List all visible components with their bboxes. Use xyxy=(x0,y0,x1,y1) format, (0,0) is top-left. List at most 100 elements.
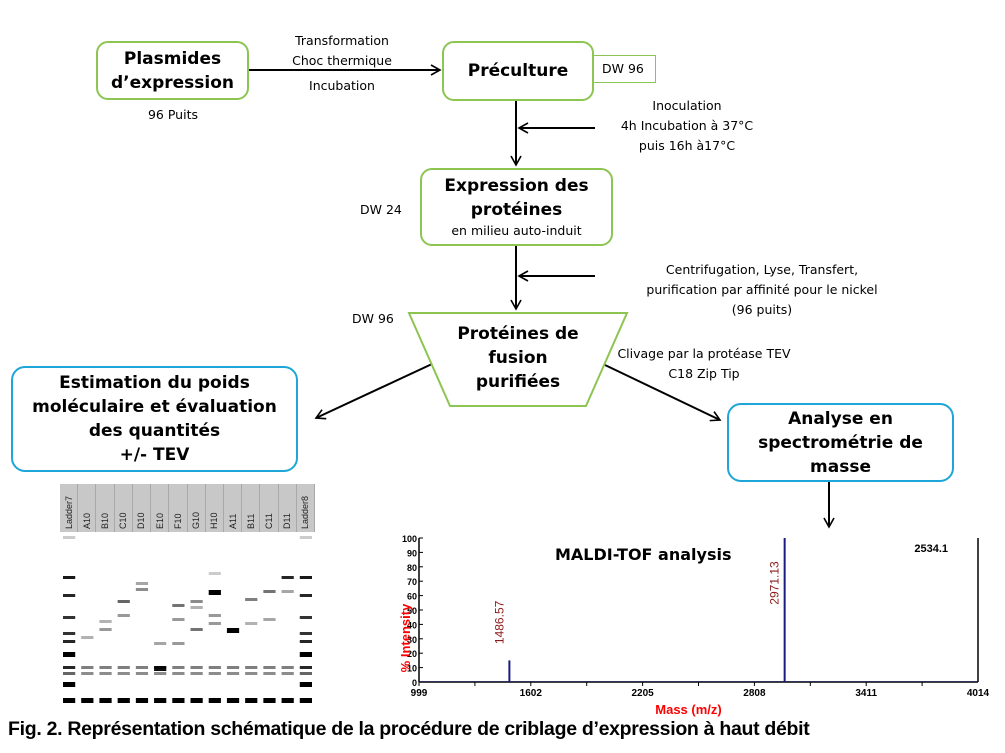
gel-band xyxy=(190,606,203,609)
preculture-tag: DW 96 xyxy=(594,55,656,83)
figure-caption: Fig. 2. Représentation schématique de la… xyxy=(8,718,810,740)
gel-band xyxy=(208,572,221,575)
gel-band xyxy=(172,642,185,645)
gel-band xyxy=(135,588,149,591)
gel-band xyxy=(190,666,203,669)
gel-band xyxy=(154,672,167,675)
node-analyse-line-2: spectrométrie de xyxy=(758,432,923,453)
gel-band xyxy=(299,682,312,687)
gel-band xyxy=(190,628,203,631)
expression-tag: DW 24 xyxy=(360,202,402,217)
gel-band xyxy=(299,698,312,703)
node-proteines-title-1: Protéines de xyxy=(457,324,579,344)
gel-band xyxy=(190,672,203,675)
gel-band xyxy=(117,666,130,669)
gel-band xyxy=(208,666,221,669)
gel-lane-label-text: D10 xyxy=(136,512,147,529)
gel-band xyxy=(172,672,185,675)
node-proteines-title-2: fusion xyxy=(488,348,548,368)
node-proteines: Protéines de fusion purifiées xyxy=(420,322,616,394)
gel-lane-label-text: F10 xyxy=(172,513,183,529)
plasmides-note: 96 Puits xyxy=(147,107,198,122)
edge-label-transformation: Transformation Choc thermique Incubation xyxy=(282,31,402,96)
gel-lane-label: E10 xyxy=(151,484,170,532)
gel-bands xyxy=(63,536,312,703)
gel-band xyxy=(99,628,112,631)
node-estimation: Estimation du poids moléculaire et évalu… xyxy=(11,366,298,472)
gel-lane-label: A11 xyxy=(224,484,243,532)
gel-lane-label: C10 xyxy=(115,484,133,532)
gel-band xyxy=(63,616,76,619)
gel-band xyxy=(63,640,76,643)
gel-band xyxy=(172,698,185,703)
gel-band xyxy=(63,672,76,675)
gel-lane-label: D11 xyxy=(279,484,297,532)
gel-lane-label-text: Ladder7 xyxy=(63,495,74,529)
proteines-trapezoid xyxy=(407,312,629,407)
gel-band xyxy=(263,698,276,703)
gel-band xyxy=(154,666,167,671)
gel-band xyxy=(81,698,94,703)
node-preculture-title: Préculture xyxy=(467,61,569,81)
gel-band xyxy=(208,614,221,617)
edge-label-line: (96 puits) xyxy=(731,302,793,317)
gel-band xyxy=(299,576,312,579)
node-estimation-line-4: +/- TEV xyxy=(119,445,190,465)
gel-band xyxy=(226,666,240,669)
edge-label-line: 4h Incubation à 37°C xyxy=(620,118,754,133)
gel-lane-label: Ladder8 xyxy=(297,484,316,532)
node-analyse-line-3: masse xyxy=(810,456,871,477)
gel-band xyxy=(245,672,258,675)
node-expression-subtitle: en milieu auto-induit xyxy=(451,223,582,238)
gel-lane-label-text: C11 xyxy=(264,513,275,529)
gel-lane-label: Ladder7 xyxy=(60,484,79,532)
gel-band xyxy=(63,632,76,635)
gel-band xyxy=(190,698,203,703)
node-preculture: Préculture xyxy=(442,41,594,101)
edge-label-line: Incubation xyxy=(309,78,375,93)
gel-band xyxy=(99,698,112,703)
proteines-tag: DW 96 xyxy=(352,311,394,326)
gel-lane-label: H10 xyxy=(206,484,224,532)
edge-label-centrifugation: Centrifugation, Lyse, Transfert, purific… xyxy=(636,260,888,320)
gel-band xyxy=(245,598,258,601)
gel-band xyxy=(263,672,276,675)
gel-band xyxy=(81,636,94,639)
gel-band xyxy=(281,590,294,593)
gel-band xyxy=(299,616,312,619)
gel-lane-label: F10 xyxy=(169,484,188,532)
gel-band xyxy=(99,620,112,623)
gel-band xyxy=(172,604,185,607)
gel-lane-label-text: E10 xyxy=(154,512,165,529)
gel-band xyxy=(117,614,130,617)
arrow-proteines-to-analyse xyxy=(604,364,722,422)
gel-band xyxy=(117,600,130,603)
gel-band xyxy=(299,652,312,657)
gel-lane-label-text: A11 xyxy=(227,513,238,529)
gel-lane-label-text: B11 xyxy=(245,513,256,529)
gel-band xyxy=(281,666,294,669)
gel-band xyxy=(172,666,185,669)
gel-band xyxy=(281,698,294,703)
gel-lane-label-text: Ladder8 xyxy=(300,495,311,529)
gel-band xyxy=(190,600,203,603)
gel-lane-label: D10 xyxy=(133,484,152,532)
gel-band xyxy=(63,652,76,657)
gel-band xyxy=(63,682,76,687)
node-proteines-title-3: purifiées xyxy=(475,372,561,392)
gel-band xyxy=(63,698,76,703)
gel-band xyxy=(135,666,149,669)
gel-band xyxy=(135,698,149,703)
gel-band xyxy=(299,594,312,597)
gel-band xyxy=(299,632,312,635)
gel-lane-label-text: G10 xyxy=(191,511,202,529)
edge-label-line: Choc thermique xyxy=(292,53,392,68)
edge-label-clivage: Clivage par la protéase TEV C18 Zip Tip xyxy=(612,344,796,384)
gel-lane-label: C11 xyxy=(260,484,279,532)
gel-band xyxy=(172,618,185,621)
gel-band xyxy=(208,672,221,675)
gel-band xyxy=(281,576,294,579)
gel-band xyxy=(245,666,258,669)
node-analyse-line-1: Analyse en xyxy=(788,408,893,429)
gel-band xyxy=(226,628,240,633)
